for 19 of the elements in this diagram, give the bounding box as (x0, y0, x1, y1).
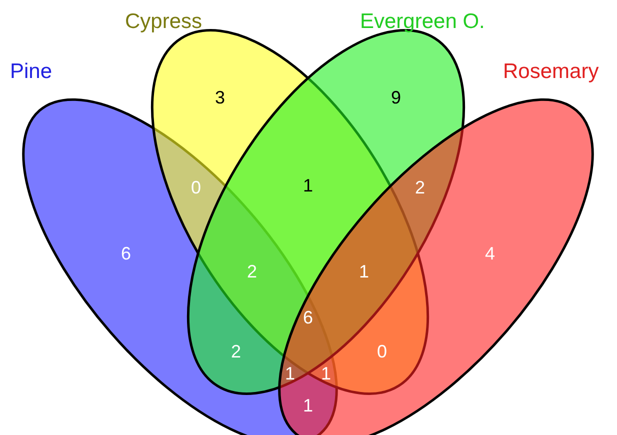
region-count: 1 (303, 176, 313, 196)
region-count: 1 (303, 396, 313, 416)
set-title: Rosemary (503, 60, 599, 84)
region-count: 1 (321, 364, 331, 384)
region-count: 2 (247, 262, 257, 282)
set-title: Pine (10, 60, 52, 84)
region-count: 4 (485, 244, 495, 264)
region-count: 1 (359, 262, 369, 282)
region-count: 3 (215, 88, 225, 108)
region-count: 2 (231, 342, 241, 362)
region-count: 2 (415, 178, 425, 198)
region-count: 0 (191, 178, 201, 198)
region-count: 6 (303, 308, 313, 328)
region-count: 9 (391, 88, 401, 108)
region-count: 1 (285, 364, 295, 384)
set-title: Cypress (125, 10, 202, 34)
set-title: Evergreen O. (360, 10, 485, 34)
region-count: 0 (377, 342, 387, 362)
region-count: 6 (121, 244, 131, 264)
